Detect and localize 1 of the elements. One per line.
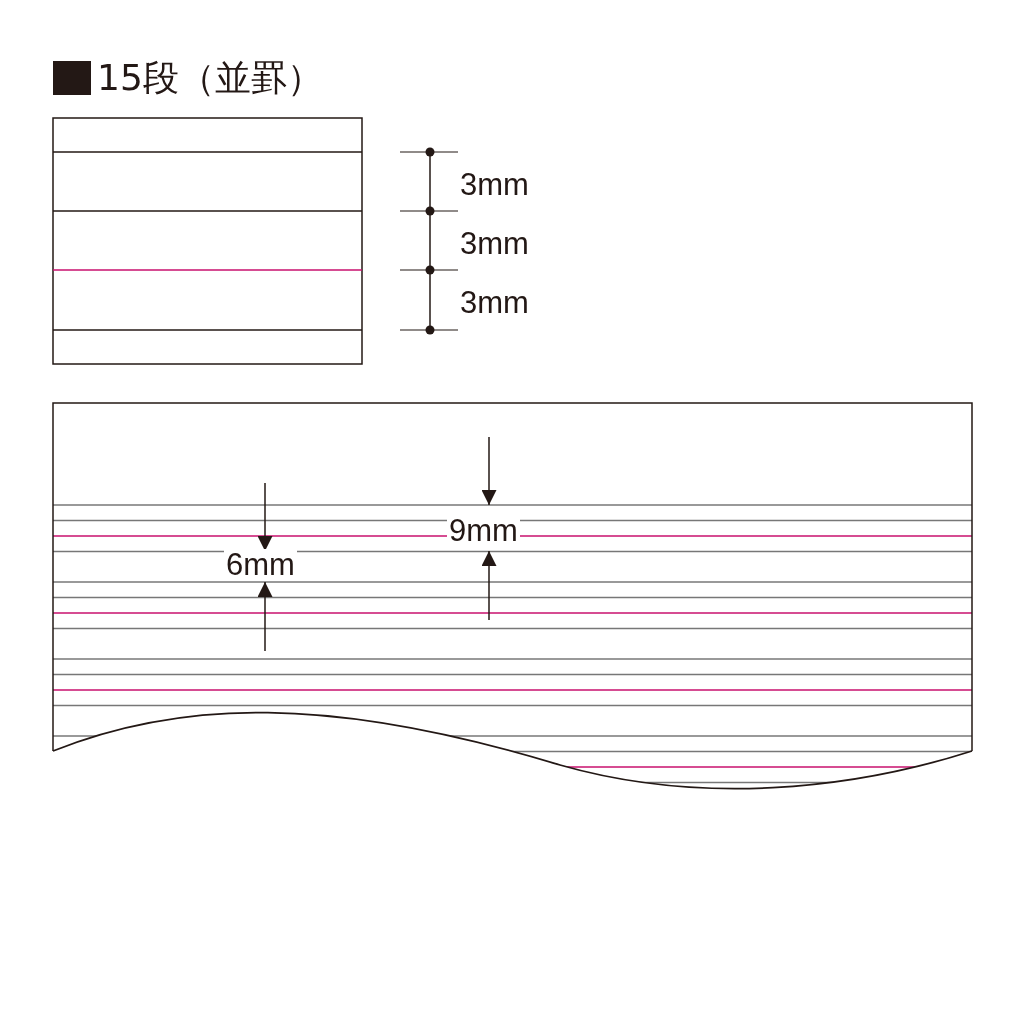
title: 15段（並罫）	[97, 60, 323, 96]
